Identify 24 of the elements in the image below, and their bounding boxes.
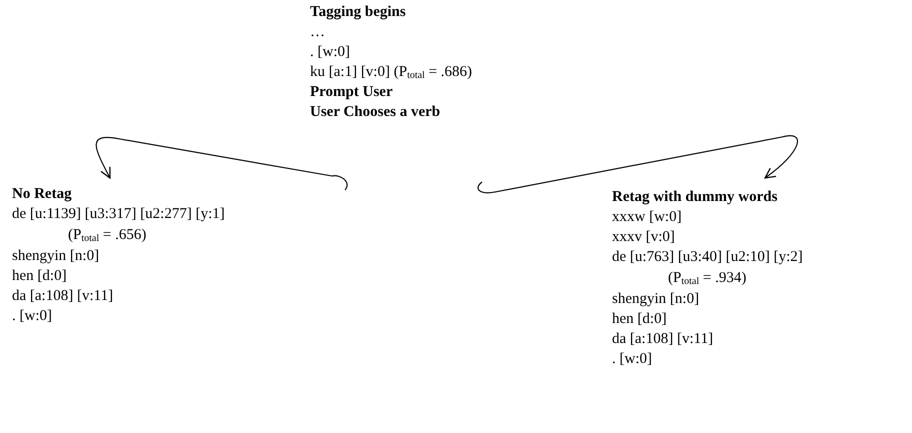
heading-text: User Chooses a verb <box>310 103 440 122</box>
tag-line: . [w:0] <box>12 307 52 326</box>
tag-line: (P$_{total}$ = .656) <box>68 226 146 246</box>
tag-line: shengyin [n:0] <box>12 247 100 266</box>
tag-line: xxxw [w:0] <box>612 208 682 227</box>
tag-line: xxxv [v:0] <box>612 228 675 247</box>
tag-line: de [u:1139] [u3:317] [u2:277] [y:1] <box>12 205 225 224</box>
curved-arrow <box>96 136 348 190</box>
heading-text: Tagging begins <box>310 3 406 22</box>
tag-line: . [w:0] <box>612 350 652 369</box>
tag-line: de [u:763] [u3:40] [u2:10] [y:2] <box>612 248 803 267</box>
tag-line: . [w:0] <box>310 43 350 62</box>
heading-text: Retag with dummy words <box>612 188 778 207</box>
tag-line: da [a:108] [v:11] <box>612 330 714 349</box>
tag-line: shengyin [n:0] <box>612 290 700 309</box>
tag-line: (P$_{total}$ = .934) <box>668 269 746 289</box>
tag-line: hen [d:0] <box>12 267 67 286</box>
tag-line: hen [d:0] <box>612 310 667 329</box>
tag-line: da [a:108] [v:11] <box>12 287 114 306</box>
curved-arrow <box>478 135 798 194</box>
tag-line: ku [a:1] [v:0] (P$_{total}$ = .686) <box>310 63 472 82</box>
tag-line: … <box>310 23 327 42</box>
heading-text: Prompt User <box>310 83 393 102</box>
heading-text: No Retag <box>12 185 72 204</box>
